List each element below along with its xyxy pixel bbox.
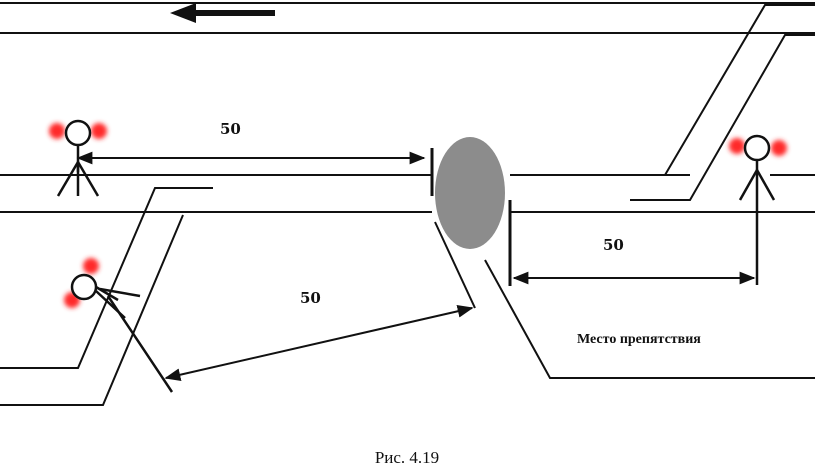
- signalman-left: [49, 119, 107, 197]
- signalman-head: [70, 273, 98, 301]
- lower-distance-label: 50: [300, 289, 321, 307]
- red-lamp-icon: [91, 123, 107, 139]
- direction-arrow-icon: [170, 3, 275, 23]
- left-distance-label: 50: [220, 120, 241, 138]
- signalman-branch: [64, 258, 174, 393]
- lower-left-branch: [0, 187, 213, 406]
- right-distance-label: 50: [603, 236, 624, 254]
- red-lamp-icon: [771, 140, 787, 156]
- figure-caption: Рис. 4.19: [375, 448, 439, 465]
- signalman-figure-icon: [738, 160, 776, 285]
- red-lamp-icon: [729, 138, 745, 154]
- main-track: [0, 174, 815, 213]
- lower-distance-dimension: 50: [164, 289, 474, 382]
- signalman-head: [64, 119, 92, 147]
- signalman-figure-icon: [56, 145, 100, 197]
- left-distance-dimension: 50: [76, 120, 434, 196]
- signalman-right: [729, 134, 787, 285]
- obstacle-icon: [435, 137, 505, 249]
- signalman-figure-icon: [95, 285, 174, 393]
- signalman-head: [743, 134, 771, 162]
- red-lamp-icon: [83, 258, 99, 274]
- upper-track: [0, 2, 815, 34]
- obstacle-place-label: Место препятствия: [577, 332, 701, 347]
- right-distance-dimension: 50: [508, 200, 756, 286]
- red-lamp-icon: [49, 123, 65, 139]
- lower-right-branch: [434, 221, 815, 379]
- upper-right-branch: [630, 4, 815, 201]
